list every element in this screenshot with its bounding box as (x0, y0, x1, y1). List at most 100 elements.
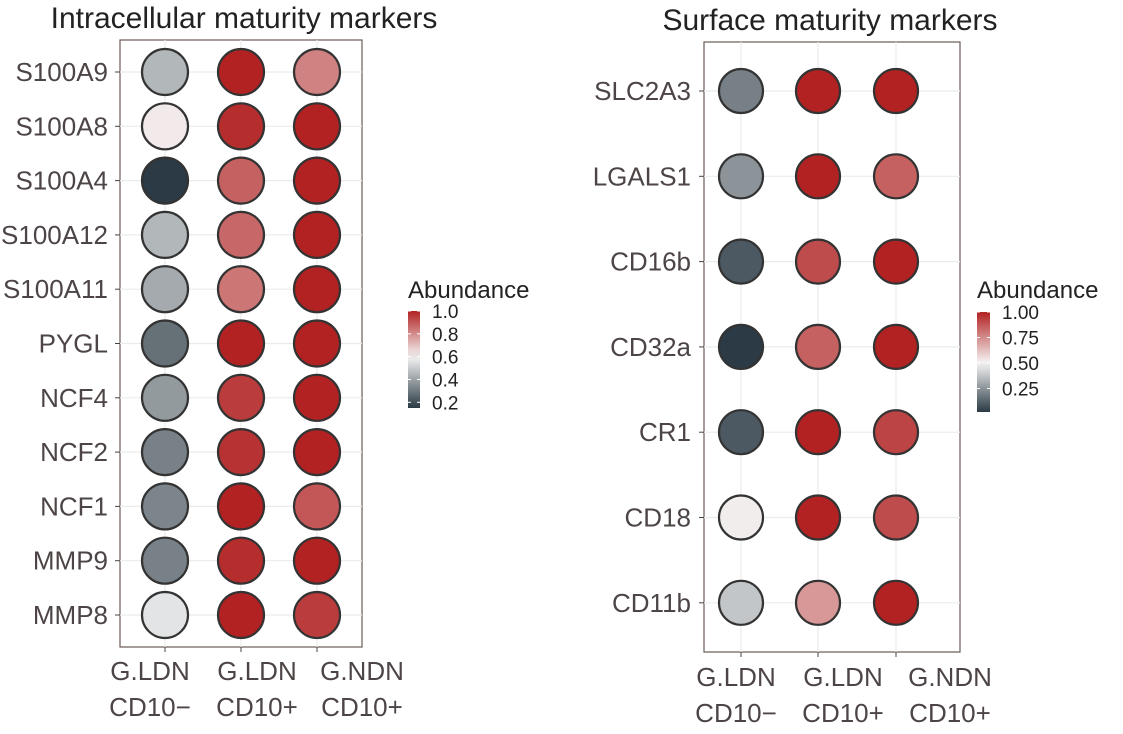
x-tick-label: G.LDN (110, 656, 189, 686)
y-tick-label: S100A8 (15, 111, 108, 141)
legend-tick-label: 0.75 (1002, 329, 1039, 350)
dot-CD11b-1: 0.72 (794, 579, 842, 626)
x-tick-label: G.LDN (696, 662, 775, 692)
dot-CD18-0: 0.52 (717, 494, 765, 541)
dot-NCF4-0: 0.38 (140, 373, 190, 422)
x-tick-label: CD10− (695, 698, 777, 728)
dot-MMP8-0: 0.56 (140, 590, 190, 640)
y-tick-label: CR1 (639, 417, 691, 447)
x-tick-label: CD10+ (909, 698, 991, 728)
dot-LGALS1-2: 0.85 (872, 153, 920, 200)
dot-CD18-2: 0.9 (872, 494, 920, 541)
legend-tick-label: 0.50 (1002, 354, 1039, 375)
dot-PYGL-0: 0.28 (140, 319, 190, 368)
dot-S100A4-0: 0.15 (140, 156, 190, 205)
legend-colorbar (977, 312, 990, 412)
dot-LGALS1-1: 1 (794, 153, 842, 200)
dot-CR1-2: 0.92 (872, 409, 920, 456)
dot-NCF1-0: 0.33 (140, 482, 190, 531)
dot-NCF2-1: 0.97 (216, 428, 266, 477)
y-tick-label: NCF1 (40, 491, 108, 521)
dot-CD32a-1: 0.85 (794, 323, 842, 370)
dot-CD18-1: 1 (794, 494, 842, 541)
legend-colorbar (408, 311, 420, 408)
dot-S100A11-1: 0.84 (216, 265, 266, 314)
dot-S100A12-1: 0.87 (216, 210, 266, 259)
y-tick-label: NCF2 (40, 437, 108, 467)
dot-CD11b-0: 0.38 (717, 579, 765, 626)
legend-tick-label: 0.4 (432, 370, 459, 391)
dot-S100A9-1: 1 (216, 47, 266, 97)
y-tick-label: PYGL (39, 329, 108, 359)
y-tick-label: CD32a (610, 332, 691, 362)
y-tick-label: CD16b (610, 247, 691, 277)
legend-title: Abundance (977, 277, 1098, 304)
y-tick-label: SLC2A3 (594, 76, 691, 106)
x-tick-label: G.LDN (803, 662, 882, 692)
dot-LGALS1-0: 0.25 (717, 153, 765, 200)
y-tick-label: MMP8 (33, 600, 108, 630)
x-tick-label: CD10+ (802, 698, 884, 728)
legend-tick-label: 1.00 (1002, 303, 1039, 324)
legend-tick-label: 0.8 (432, 325, 458, 346)
dot-MMP8-2: 0.95 (292, 590, 342, 640)
y-tick-label: S100A11 (3, 274, 108, 304)
dot-S100A12-2: 1 (292, 210, 342, 259)
dot-CR1-1: 1 (794, 409, 842, 456)
dot-MMP9-1: 0.98 (216, 536, 266, 585)
dot-CR1-0: 0.1 (717, 409, 765, 456)
dot-S100A9-0: 0.45 (140, 47, 190, 97)
y-tick-label: S100A9 (15, 57, 108, 87)
legend-title: Abundance (408, 277, 529, 304)
dot-MMP9-2: 1 (292, 536, 342, 585)
dot-NCF2-0: 0.32 (140, 428, 190, 477)
dot-S100A11-2: 1 (292, 265, 342, 314)
y-tick-label: CD11b (612, 588, 691, 618)
y-tick-label: CD18 (625, 503, 691, 533)
x-tick-label: G.NDN (320, 656, 404, 686)
dot-SLC2A3-0: 0.2 (717, 67, 765, 115)
dot-NCF2-2: 1 (292, 428, 342, 477)
dot-CD11b-2: 1 (872, 579, 920, 626)
dot-MMP8-1: 1 (216, 590, 266, 640)
dot-CD16b-0: 0.1 (717, 238, 765, 285)
dot-CD16b-1: 0.9 (794, 238, 842, 285)
dot-NCF1-2: 0.9 (292, 482, 342, 531)
panel-title: Surface maturity markers (662, 4, 997, 37)
legend-tick-label: 0.25 (1002, 380, 1039, 401)
y-tick-label: S100A12 (1, 220, 108, 250)
dot-S100A12-0: 0.45 (140, 210, 190, 259)
panel-surface: Surface maturity markersSLC2A30.211LGALS… (593, 4, 1099, 728)
dot-MMP9-0: 0.32 (140, 536, 190, 585)
x-tick-label: CD10+ (321, 692, 403, 722)
dot-CD32a-2: 1 (872, 323, 920, 370)
dot-SLC2A3-1: 1 (794, 67, 842, 115)
panel-title: Intracellular maturity markers (51, 2, 438, 35)
y-tick-label: MMP9 (33, 546, 108, 576)
legend-tick-label: 1.0 (432, 302, 458, 323)
x-tick-label: G.NDN (908, 662, 992, 692)
dot-S100A8-1: 0.98 (216, 102, 266, 151)
dot-S100A9-2: 0.82 (292, 47, 342, 97)
dot-PYGL-1: 1 (216, 319, 266, 368)
y-tick-label: LGALS1 (593, 161, 691, 191)
x-tick-label: CD10+ (216, 692, 298, 722)
dot-SLC2A3-2: 1 (872, 67, 920, 115)
legend-tick-label: 0.6 (432, 348, 458, 369)
dot-S100A11-0: 0.42 (140, 265, 190, 314)
dot-PYGL-2: 1 (292, 319, 342, 368)
dot-CD16b-2: 1 (872, 238, 920, 285)
y-tick-label: NCF4 (40, 383, 108, 413)
dot-S100A8-2: 1 (292, 102, 342, 151)
dot-S100A4-1: 0.88 (216, 156, 266, 205)
x-tick-label: CD10− (109, 692, 191, 722)
dot-NCF4-2: 1 (292, 373, 342, 422)
dot-S100A8-0: 0.62 (140, 102, 190, 151)
dot-NCF4-1: 0.95 (216, 373, 266, 422)
dot-S100A4-2: 1 (292, 156, 342, 205)
legend-tick-label: 0.2 (432, 393, 458, 414)
